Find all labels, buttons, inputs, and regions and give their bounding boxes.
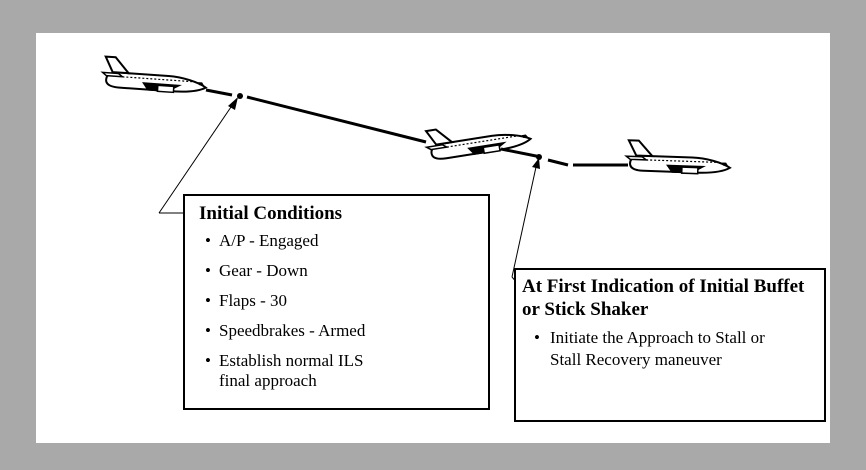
list-item: Initiate the Approach to Stall or Stall … xyxy=(522,327,785,371)
airplane-icon xyxy=(624,139,732,176)
list-item: Flaps - 30 xyxy=(199,291,478,311)
first-indication-title: At First Indication of Initial Buffet or… xyxy=(522,276,805,320)
list-item: Gear - Down xyxy=(199,261,478,281)
airplane-icon xyxy=(423,114,533,164)
first-indication-box: At First Indication of Initial Buffet or… xyxy=(514,268,826,422)
callout-leader-buffet xyxy=(511,158,540,285)
callout-leader-initial xyxy=(158,97,238,214)
diagram-panel: Initial Conditions A/P - Engaged Gear - … xyxy=(36,33,830,443)
initial-conditions-list: A/P - Engaged Gear - Down Flaps - 30 Spe… xyxy=(199,231,478,391)
buffet-point-marker xyxy=(536,154,542,160)
list-item: A/P - Engaged xyxy=(199,231,478,251)
list-item: Speedbrakes - Armed xyxy=(199,321,478,341)
flight-path xyxy=(205,88,628,167)
initial-point-marker xyxy=(237,93,243,99)
first-indication-list: Initiate the Approach to Stall or Stall … xyxy=(522,327,816,371)
initial-conditions-box: Initial Conditions A/P - Engaged Gear - … xyxy=(183,194,490,410)
flight-path-diagram xyxy=(100,55,732,285)
list-item: Establish normal ILS final approach xyxy=(199,351,389,391)
initial-conditions-title: Initial Conditions xyxy=(199,203,343,224)
airplane-icon xyxy=(100,55,209,96)
